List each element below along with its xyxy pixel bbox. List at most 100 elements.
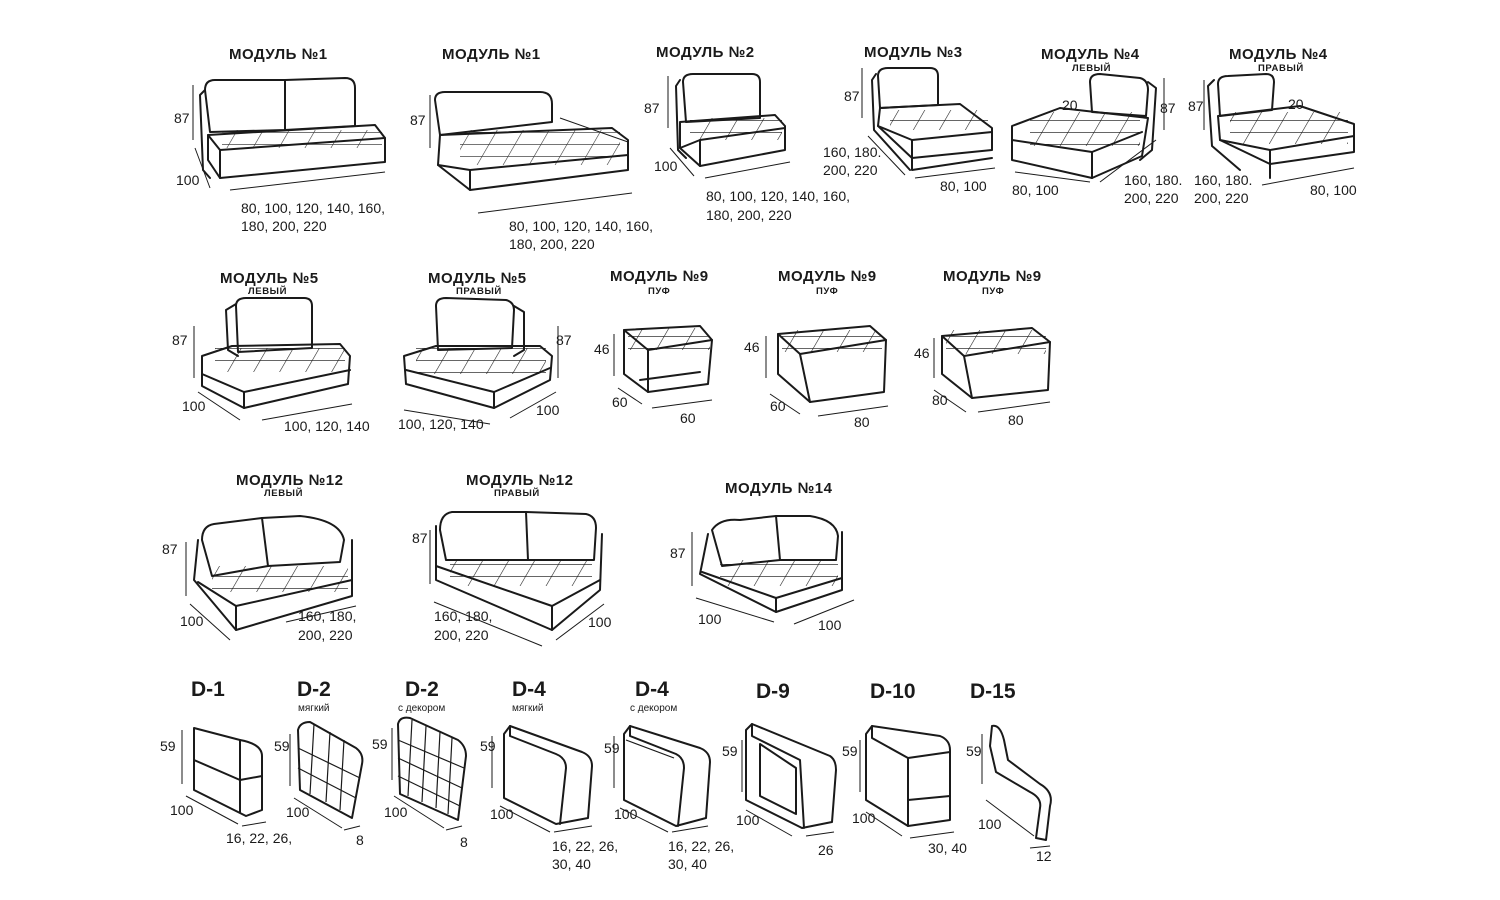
dim-label: 80, 100, 120, 140, 160, <box>241 200 386 216</box>
armrest-d9-drawing <box>741 723 837 837</box>
dim-label: 100 <box>536 402 560 418</box>
module-subtitle: ПУФ <box>982 286 1005 297</box>
module-5-right-drawing <box>403 297 559 425</box>
dim-label: 30, 40 <box>928 840 967 856</box>
module-title: МОДУЛЬ №5 <box>220 270 319 287</box>
dim-label: 87 <box>162 541 178 557</box>
dim-label: 46 <box>744 339 760 355</box>
dim-label: 30, 40 <box>668 856 707 872</box>
module-14-drawing <box>691 515 855 625</box>
dim-label: 59 <box>372 736 388 752</box>
dim-label: 60 <box>612 394 628 410</box>
module-title: МОДУЛЬ №4 <box>1229 46 1328 63</box>
armrest-d15-drawing <box>981 724 1052 849</box>
module-12-right-drawing <box>429 511 605 647</box>
dim-label: 87 <box>410 112 426 128</box>
armrest-subtitle: с декором <box>630 703 678 714</box>
armrest-d2-decor-drawing <box>391 716 467 831</box>
dim-label: 60 <box>770 398 786 414</box>
armrest-title: D-9 <box>756 680 790 703</box>
dim-label: 80, 100 <box>1310 182 1357 198</box>
dim-label: 59 <box>722 743 738 759</box>
armrest-title: D-2 <box>297 678 331 701</box>
module-title: МОДУЛЬ №12 <box>466 472 574 489</box>
dim-label: 160, 180, <box>434 608 493 624</box>
module-title: МОДУЛЬ №9 <box>610 268 709 285</box>
dim-label: 87 <box>670 545 686 561</box>
dim-label: 59 <box>480 738 496 754</box>
dim-label: 16, 22, 26, <box>552 838 619 854</box>
dim-label: 100 <box>852 810 876 826</box>
module-4-right-drawing <box>1203 73 1355 186</box>
module-1-sofabed-drawing <box>429 91 633 214</box>
dim-label: 59 <box>160 738 176 754</box>
dim-label: 87 <box>844 88 860 104</box>
armrest-title: D-4 <box>635 678 669 701</box>
dim-label: 8 <box>356 832 364 848</box>
dim-label: 80 <box>854 414 870 430</box>
dim-label: 46 <box>594 341 610 357</box>
module-subtitle: ЛЕВЫЙ <box>248 286 287 297</box>
dim-label: 87 <box>644 100 660 116</box>
dim-label: 100 <box>698 611 722 627</box>
dim-label: 160, 180. <box>823 144 882 160</box>
dim-label: 100 <box>170 802 194 818</box>
dim-label: 59 <box>966 743 982 759</box>
dim-label: 20 <box>1062 97 1078 113</box>
dim-label: 26 <box>818 842 834 858</box>
dim-label: 180, 200, 220 <box>509 236 595 252</box>
armrest-d4-decor-drawing <box>613 725 711 833</box>
dim-label: 160, 180. <box>1194 172 1253 188</box>
dim-label: 87 <box>412 530 428 546</box>
dim-label: 59 <box>842 743 858 759</box>
dim-label: 80, 100, 120, 140, 160, <box>509 218 654 234</box>
dim-label: 80, 100, 120, 140, 160, <box>706 188 851 204</box>
armrest-title: D-15 <box>970 680 1016 703</box>
module-12-left-drawing <box>185 515 357 641</box>
armrest-subtitle: с декором <box>398 703 446 714</box>
dim-label: 87 <box>174 110 190 126</box>
module-1-sofa-drawing <box>192 77 386 191</box>
armrest-d4-soft-drawing <box>491 725 593 833</box>
dim-label: 80, 100 <box>1012 182 1059 198</box>
module-title: МОДУЛЬ №12 <box>236 472 344 489</box>
dim-label: 200, 220 <box>434 627 489 643</box>
dim-label: 12 <box>1036 848 1052 864</box>
module-subtitle: ПРАВЫЙ <box>456 286 502 297</box>
dim-label: 87 <box>172 332 188 348</box>
dim-label: 16, 22, 26, <box>226 830 293 846</box>
dim-label: 30, 40 <box>552 856 591 872</box>
dim-label: 80 <box>932 392 948 408</box>
armrest-d2-soft-drawing <box>289 721 364 831</box>
dim-label: 16, 22, 26, <box>668 838 735 854</box>
module-title: МОДУЛЬ №2 <box>656 44 755 61</box>
dim-label: 100 <box>736 812 760 828</box>
dim-label: 100 <box>384 804 408 820</box>
module-9-pouf-80-drawing <box>933 327 1051 413</box>
module-title: МОДУЛЬ №9 <box>943 268 1042 285</box>
module-subtitle: ПУФ <box>648 286 671 297</box>
dim-label: 80 <box>1008 412 1024 428</box>
armrest-title: D-4 <box>512 678 546 701</box>
module-title: МОДУЛЬ №5 <box>428 270 527 287</box>
armrest-title: D-10 <box>870 680 916 703</box>
dim-label: 100 <box>654 158 678 174</box>
dim-label: 100 <box>588 614 612 630</box>
dim-label: 59 <box>604 740 620 756</box>
dim-label: 100 <box>286 804 310 820</box>
module-3-drawing <box>861 67 996 179</box>
armrest-d10-drawing <box>859 725 955 839</box>
module-title: МОДУЛЬ №9 <box>778 268 877 285</box>
dim-label: 100 <box>818 617 842 633</box>
module-title: МОДУЛЬ №1 <box>442 46 541 63</box>
dim-label: 200, 220 <box>1194 190 1249 206</box>
module-4-left-drawing <box>1011 73 1165 183</box>
module-subtitle: ПУФ <box>816 286 839 297</box>
dim-label: 160, 180. <box>1124 172 1183 188</box>
dim-label: 200, 220 <box>298 627 353 643</box>
dim-label: 46 <box>914 345 930 361</box>
dim-label: 100 <box>978 816 1002 832</box>
dim-label: 20 <box>1288 96 1304 112</box>
dim-label: 100, 120, 140 <box>398 416 484 432</box>
